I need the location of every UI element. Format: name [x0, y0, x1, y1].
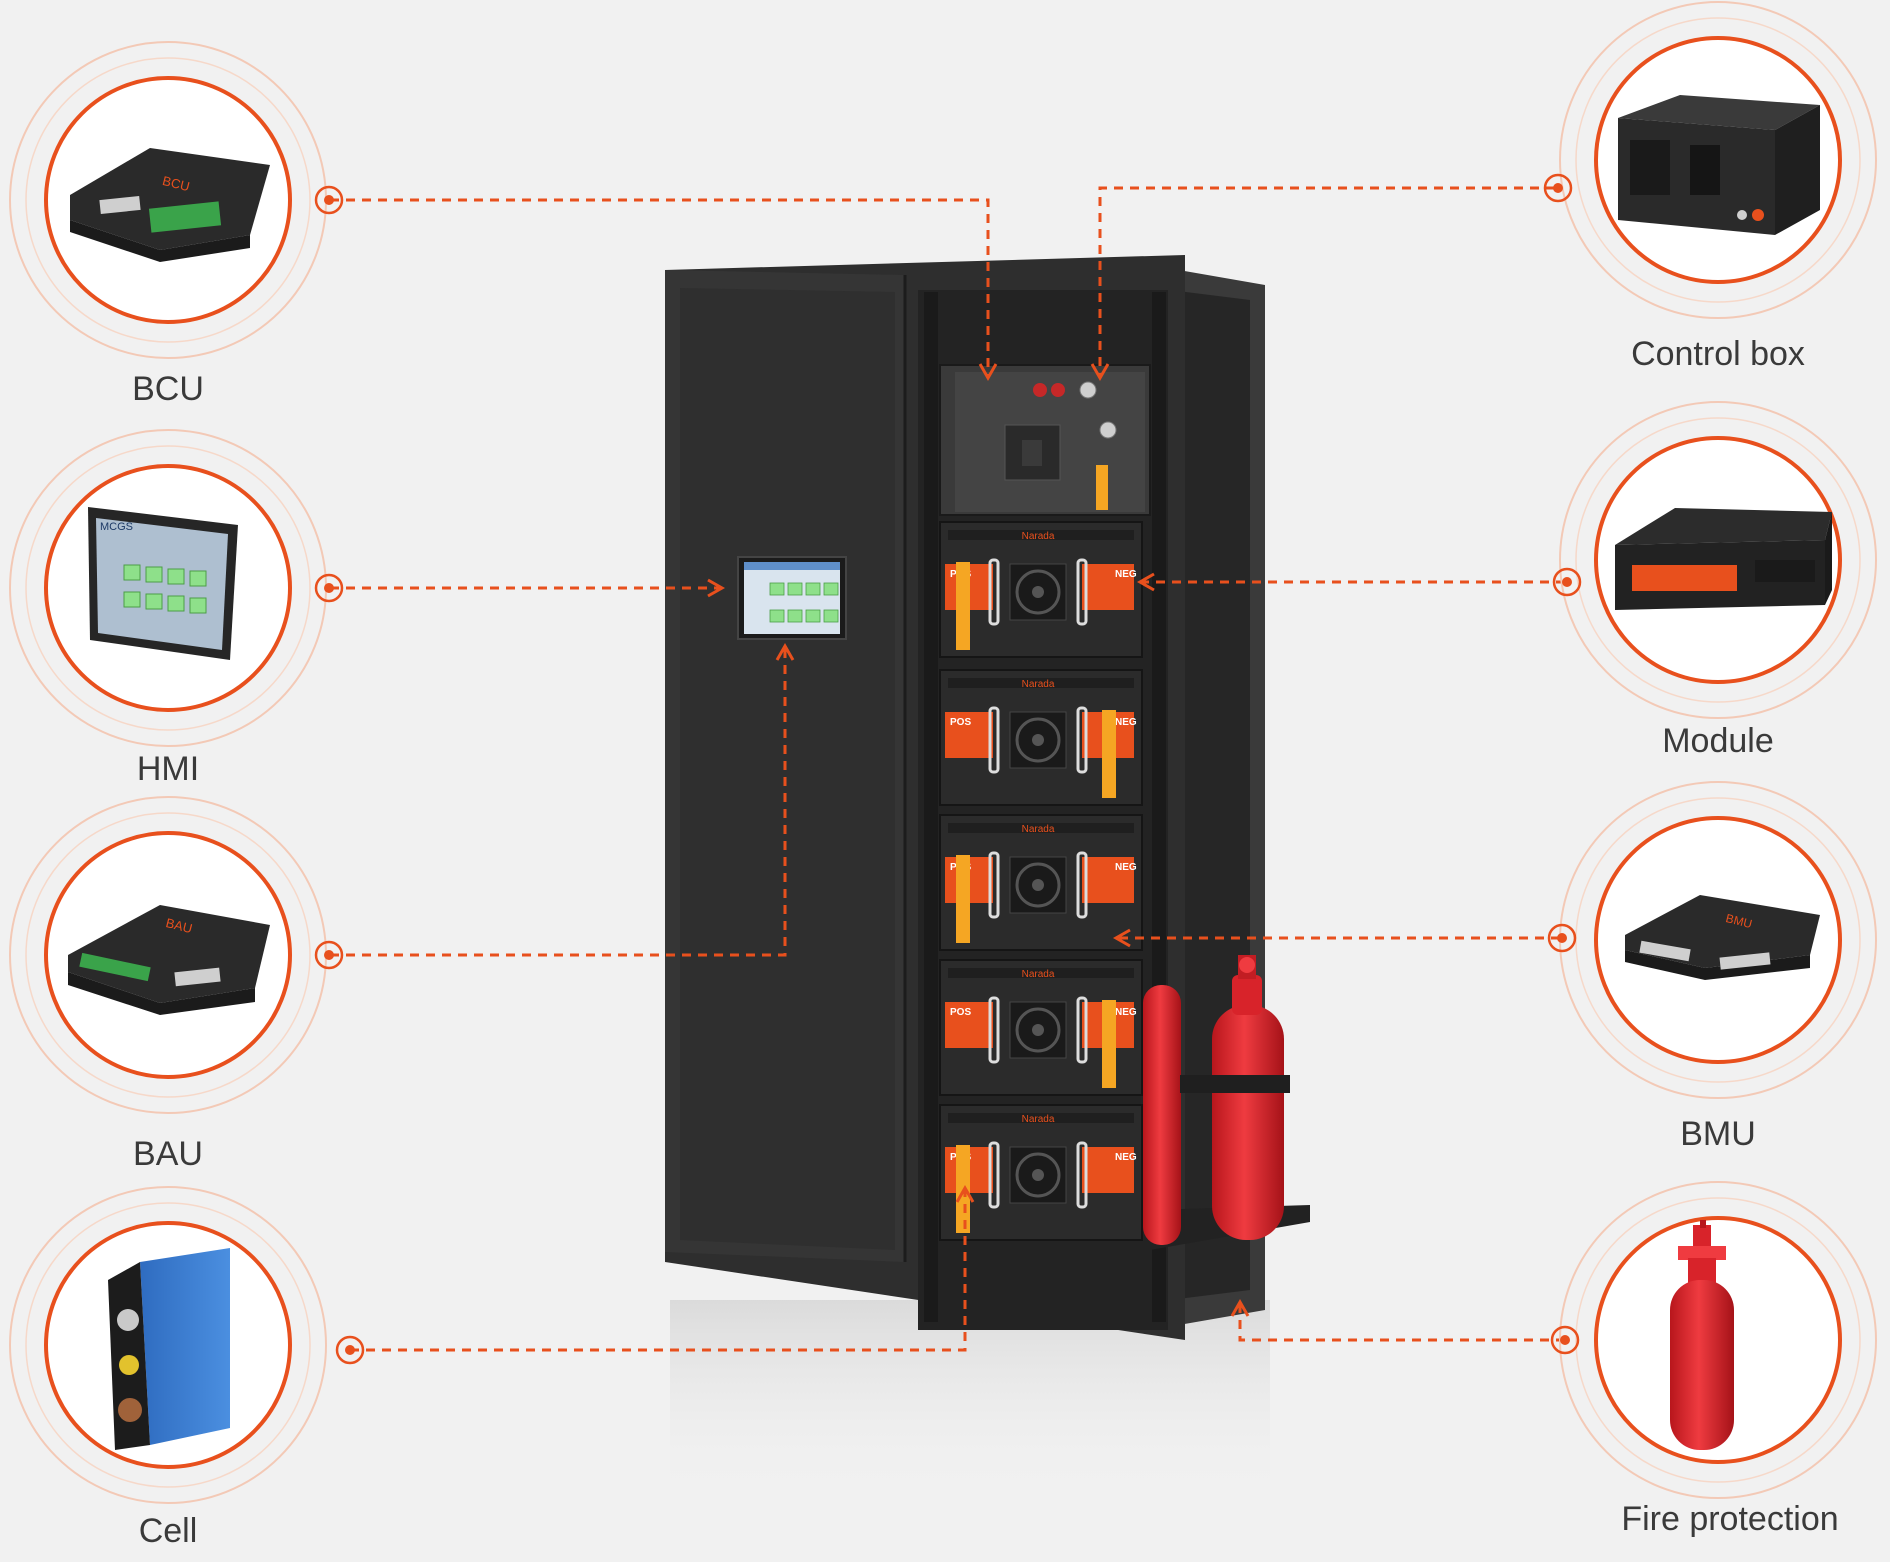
- module-handle-left: [988, 558, 1000, 626]
- module-neg-label: NEG: [1115, 862, 1137, 873]
- hmi-anchor-dot: [314, 573, 344, 603]
- module-handle-left: [988, 706, 1000, 774]
- module-strap: [1102, 710, 1116, 798]
- module-neg-plate: [1082, 564, 1134, 610]
- callout-cell: [9, 1186, 365, 1504]
- callout-control-box: [1543, 1, 1877, 319]
- battery-module-stack: NaradaPOSNEGNaradaPOSNEGNaradaPOSNEGNara…: [939, 521, 1143, 1241]
- module-neg-label: NEG: [1115, 1152, 1137, 1163]
- hmi-device-text: MCGS: [100, 521, 133, 533]
- connector-bau: [330, 648, 787, 957]
- module-brand-text: Narada: [1022, 1114, 1055, 1125]
- bcu-device: BCU: [70, 148, 270, 262]
- module-brand-text: Narada: [1022, 969, 1055, 980]
- connector-bcu: [330, 198, 990, 375]
- label-control-box: Control box: [1631, 335, 1805, 373]
- module-brand-text: Narada: [1022, 824, 1055, 835]
- cell-device: [108, 1248, 230, 1450]
- module-neg-label: NEG: [1115, 1007, 1137, 1018]
- label-hmi: HMI: [136, 750, 200, 788]
- module-device: [1615, 508, 1832, 610]
- module-handle-left: [988, 1141, 1000, 1209]
- module-strap: [956, 855, 970, 943]
- module-neg-label: NEG: [1115, 717, 1137, 728]
- bau-device-text: BAU: [164, 915, 194, 936]
- bcu-anchor-dot: [314, 185, 344, 215]
- door-hmi-screen: [737, 556, 847, 640]
- fire-protection-anchor-dot: [1550, 1325, 1580, 1355]
- label-cell: Cell: [138, 1512, 198, 1550]
- hmi-device: MCGS: [88, 507, 238, 660]
- module-neg-plate: [1082, 857, 1134, 903]
- module-handle-left: [988, 996, 1000, 1064]
- module-strap: [956, 562, 970, 650]
- module-pos-plate: [945, 1002, 993, 1048]
- label-bau: BAU: [133, 1135, 203, 1173]
- control-box-anchor-dot: [1543, 173, 1573, 203]
- connector-fire-protection: [1238, 1305, 1565, 1342]
- module-pos-plate: [945, 712, 993, 758]
- module-anchor-dot: [1552, 567, 1582, 597]
- callout-bau: BAU: [9, 796, 344, 1114]
- module-handle-right: [1076, 1141, 1088, 1209]
- callout-fire-protection: [1550, 1181, 1877, 1499]
- connector-lines: [330, 186, 1565, 1352]
- module-neg-label: NEG: [1115, 569, 1137, 580]
- connector-control-box: [1098, 186, 1555, 375]
- module-strap: [1102, 1000, 1116, 1088]
- label-bmu: BMU: [1680, 1115, 1756, 1153]
- label-module: Module: [1662, 722, 1774, 760]
- bmu-anchor-dot: [1547, 923, 1577, 953]
- callout-hmi: MCGS: [9, 429, 344, 747]
- cabinet-fire-extinguisher: [1143, 955, 1290, 1245]
- module-handle-right: [1076, 706, 1088, 774]
- module-handle-left: [988, 851, 1000, 919]
- battery-cabinet: NaradaPOSNEGNaradaPOSNEGNaradaPOSNEGNara…: [665, 255, 1310, 1500]
- control-box-device: [1618, 95, 1820, 235]
- bmu-device-text: BMU: [1724, 911, 1753, 931]
- callout-module: [1552, 401, 1877, 719]
- module-handle-right: [1076, 558, 1088, 626]
- callout-bmu: BMU: [1547, 781, 1877, 1099]
- connector-cell: [350, 1190, 967, 1352]
- bcu-device-text: BCU: [161, 173, 191, 194]
- cell-anchor-dot: [335, 1335, 365, 1365]
- module-pos-label: POS: [950, 1007, 971, 1018]
- rack-control-box: [939, 364, 1151, 516]
- bmu-device: BMU: [1625, 895, 1820, 980]
- label-fire-protection: Fire protection: [1621, 1500, 1839, 1538]
- bau-device: BAU: [68, 905, 270, 1015]
- module-fan: [1009, 1146, 1067, 1204]
- module-brand-text: Narada: [1022, 679, 1055, 690]
- module-handle-right: [1076, 996, 1088, 1064]
- bau-anchor-dot: [314, 940, 344, 970]
- module-brand-text: Narada: [1022, 531, 1055, 542]
- module-handle-right: [1076, 851, 1088, 919]
- module-neg-plate: [1082, 1147, 1134, 1193]
- callout-bcu: BCU: [9, 41, 344, 359]
- fire-extinguisher-device: [1670, 1220, 1734, 1450]
- label-bcu: BCU: [132, 370, 204, 408]
- module-pos-label: POS: [950, 717, 971, 728]
